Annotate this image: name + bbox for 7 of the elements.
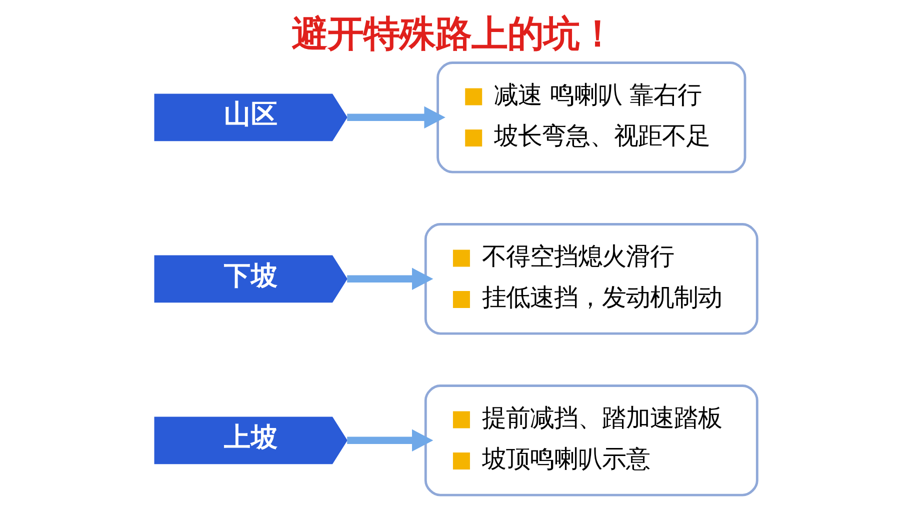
node-box: 减速 鸣喇叭 靠右行 坡长弯急、视距不足 (436, 62, 746, 174)
diagram-title: 避开特殊路上的坑！ (291, 12, 616, 55)
arrow (347, 268, 434, 290)
arrow (347, 429, 434, 452)
node-box: 不得空挡熄火滑行 挂低速挡，发动机制动 (424, 223, 758, 335)
arrow (347, 106, 446, 129)
node-box: 提前减挡、踏加速踏板 坡顶鸣喇叭示意 (424, 384, 758, 496)
